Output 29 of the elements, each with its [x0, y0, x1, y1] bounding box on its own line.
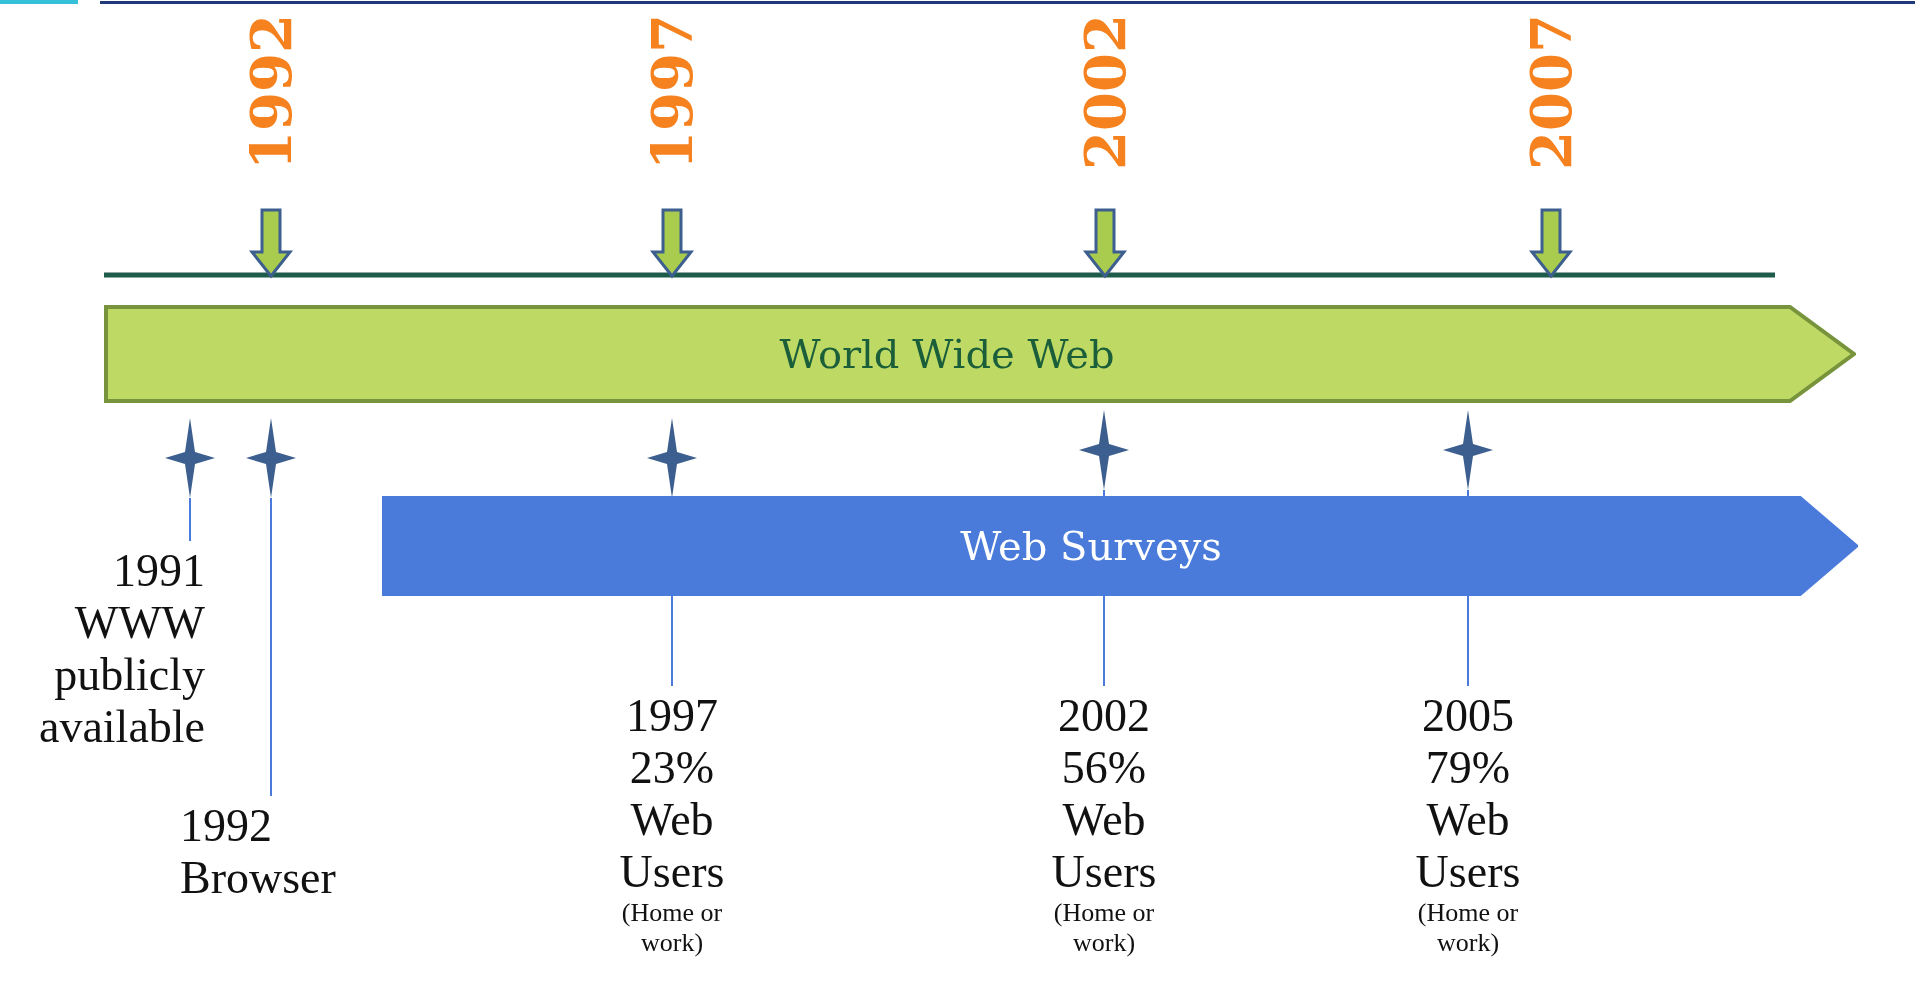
year-text: 2002	[1057, 690, 1151, 742]
note-text: (Home or work)	[620, 898, 724, 958]
note-text: (Home or work)	[1052, 898, 1156, 958]
star-icon	[1079, 410, 1129, 490]
caption-text: WWW publicly available	[38, 597, 205, 753]
caption-text: Web Users	[1414, 794, 1522, 898]
year-label: 1992	[243, 14, 299, 170]
star-icon	[647, 418, 697, 498]
year-text: 1991	[112, 545, 205, 597]
star-icon	[246, 418, 296, 498]
year-text: 1992	[180, 800, 273, 852]
star-icon	[1443, 410, 1493, 490]
year-label: 2007	[1523, 14, 1579, 170]
year-text: 2005	[1421, 690, 1515, 742]
year-label: 2002	[1077, 14, 1133, 170]
note-text: (Home or work)	[1416, 898, 1520, 958]
leader-line	[270, 497, 272, 797]
caption-text: Browser	[180, 852, 336, 904]
year-text: 1997	[625, 690, 719, 742]
percent-text: 79%	[1424, 742, 1512, 794]
percent-text: 56%	[1060, 742, 1148, 794]
year-label: 1997	[644, 14, 700, 170]
star-icon	[165, 418, 215, 498]
band-label: Web Surveys	[960, 523, 1222, 569]
percent-text: 23%	[628, 742, 716, 794]
leader-line	[189, 497, 191, 542]
caption-text: Web Users	[618, 794, 726, 898]
band-label: World Wide Web	[779, 331, 1115, 377]
caption-text: Web Users	[1050, 794, 1158, 898]
